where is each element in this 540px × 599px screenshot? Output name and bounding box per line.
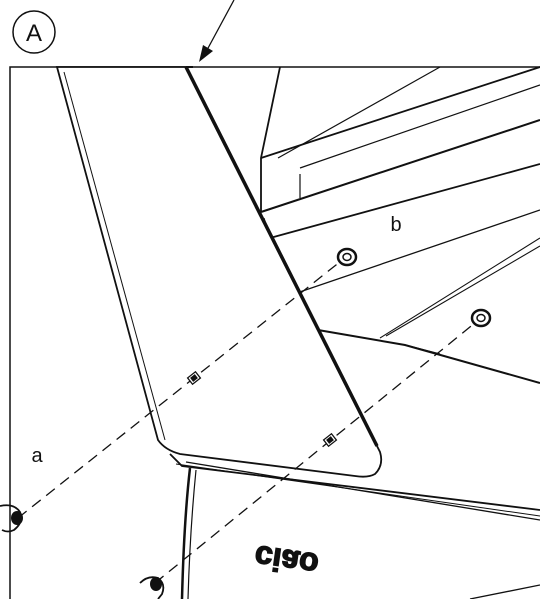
screws [0, 504, 165, 599]
arrowhead [199, 45, 213, 62]
hole-lower [322, 432, 338, 448]
callout-a: A [12, 10, 56, 54]
nut-lower [470, 308, 492, 328]
base-plate [169, 453, 540, 599]
upper-rail [260, 66, 540, 239]
brand-text: ciao [252, 539, 320, 584]
side-panel [55, 66, 383, 478]
detail-frame [9, 66, 540, 599]
label-a: a [31, 445, 43, 467]
screw-axes [17, 256, 482, 584]
screw-upper [0, 504, 23, 533]
leader-arrow [199, 0, 235, 62]
label-b: b [390, 214, 401, 236]
screw-lower [139, 576, 165, 599]
callout-label: A [26, 20, 42, 47]
nuts [336, 247, 492, 328]
panel-holes [186, 370, 338, 448]
nut-upper [336, 247, 358, 267]
axis-lower [154, 317, 482, 584]
callout-circle [12, 10, 56, 54]
hole-upper [186, 370, 202, 386]
lower-rail [281, 209, 540, 384]
axis-upper [17, 256, 347, 519]
